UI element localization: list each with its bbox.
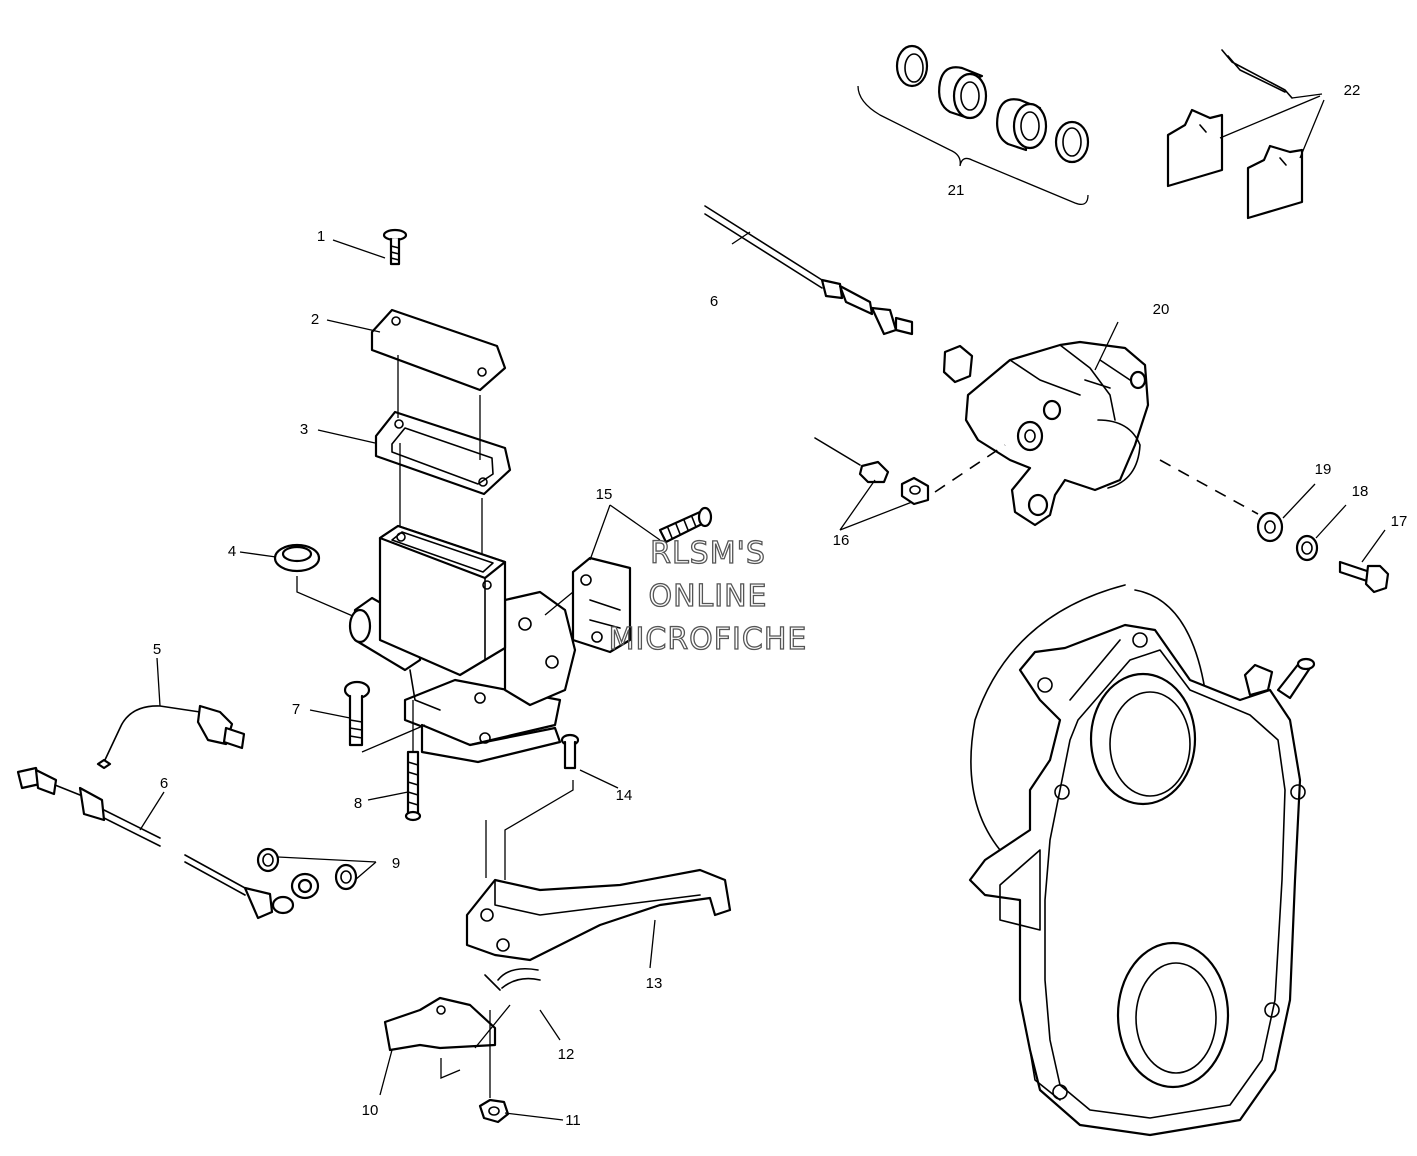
callout-14: 14 [616, 787, 633, 804]
part-7-bolt [343, 680, 426, 753]
callout-6-upper: 6 [710, 293, 718, 310]
part-9-washers [256, 847, 358, 891]
part-5-brake-switch [96, 704, 246, 770]
part-14-pin [485, 733, 580, 880]
callout-11: 11 [565, 1112, 581, 1129]
callout-4: 4 [228, 543, 236, 560]
callout-22: 22 [1344, 82, 1361, 99]
callout-13: 13 [646, 975, 663, 992]
callout-17: 17 [1391, 513, 1408, 530]
part-10-lock [383, 996, 511, 1098]
watermark-line-2: ONLINE [648, 579, 767, 614]
part-13-lever [465, 868, 732, 962]
callout-19: 19 [1315, 461, 1332, 478]
callout-9: 9 [392, 855, 400, 872]
part-6-brake-line-lower [16, 766, 320, 920]
callout-16: 16 [833, 532, 850, 549]
part-17-bolt [1338, 560, 1390, 594]
callout-labels: 1 2 3 4 5 6 6 7 8 9 10 11 12 13 14 15 16… [153, 82, 1408, 1129]
callout-7: 7 [292, 701, 300, 718]
callout-1: 1 [317, 228, 325, 245]
part-2-cover [370, 308, 507, 392]
part-15-clamp [544, 506, 713, 654]
watermark: RLSM'S ONLINE MICROFICHE [608, 535, 808, 657]
callout-12: 12 [558, 1046, 575, 1063]
callout-20: 20 [1153, 301, 1170, 318]
part-8-screw [404, 700, 422, 822]
part-20-caliper [942, 340, 1150, 527]
part-6-brake-line-upper [704, 205, 914, 336]
part-11-nut [478, 1098, 510, 1124]
part-12-spring [484, 967, 541, 991]
master-cylinder [348, 524, 577, 764]
leader-lines [139, 231, 1386, 1121]
part-18-lock-washer [1295, 534, 1319, 562]
callout-3: 3 [300, 421, 308, 438]
callout-21: 21 [948, 182, 965, 199]
part-1-screw [382, 228, 408, 266]
part-16-bleeder [814, 437, 930, 506]
part-22-brake-pads [1166, 49, 1325, 220]
callout-8: 8 [354, 795, 362, 812]
chaincase-cover [968, 584, 1316, 1137]
watermark-line-1: RLSM'S [650, 536, 766, 571]
callout-6-lower: 6 [160, 775, 168, 792]
part-19-washer [1256, 511, 1284, 543]
callout-10: 10 [362, 1102, 379, 1119]
watermark-line-3: MICROFICHE [609, 622, 808, 657]
callout-18: 18 [1352, 483, 1369, 500]
part-21-piston-kit [857, 44, 1090, 206]
part-3-gasket [374, 410, 512, 496]
callout-2: 2 [311, 311, 319, 328]
callout-15: 15 [596, 486, 613, 503]
callout-5: 5 [153, 641, 161, 658]
part-4-grommet [273, 543, 363, 621]
